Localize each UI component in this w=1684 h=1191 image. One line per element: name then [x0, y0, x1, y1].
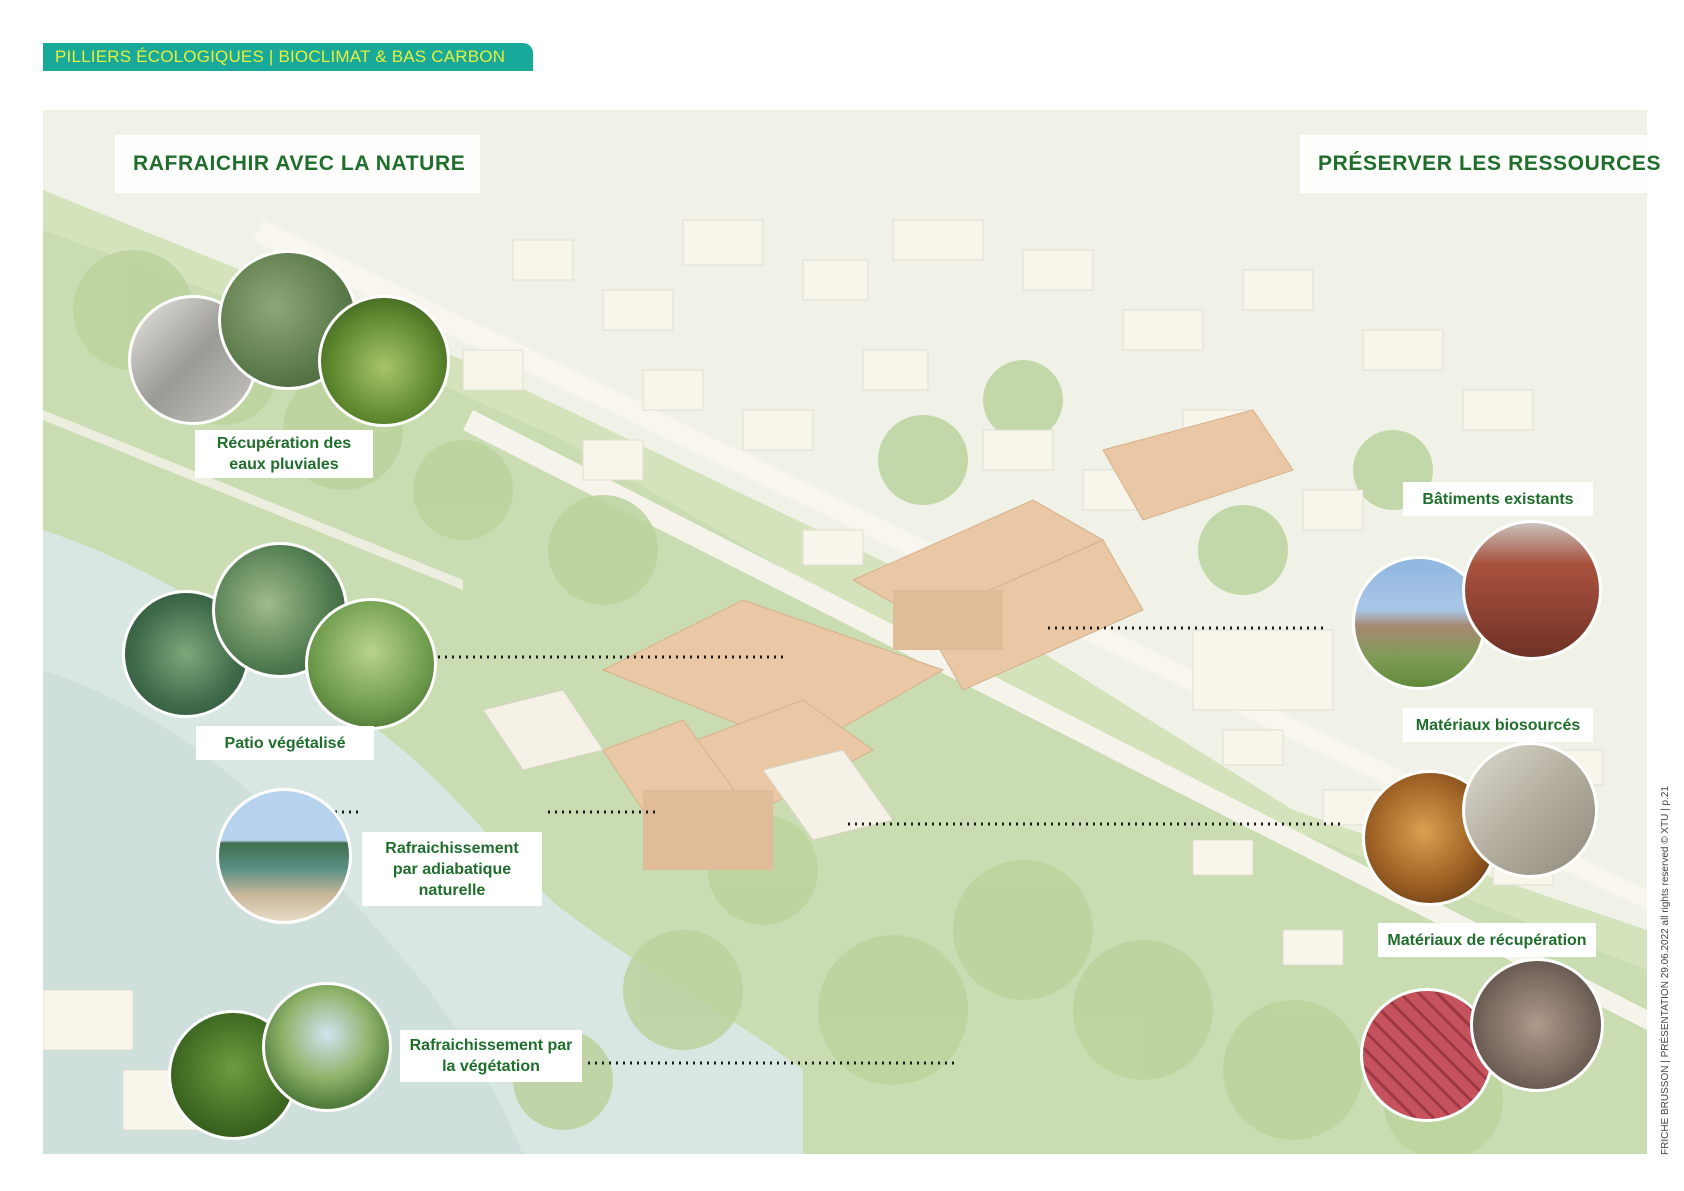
label-rainwater: Récupération des eaux pluviales: [195, 430, 373, 478]
left-section-title: RAFRAICHIR AVEC LA NATURE: [115, 135, 480, 193]
recovered-photo-2: [1470, 958, 1604, 1092]
label-vegetation: Rafraichissement par la végétation: [400, 1030, 582, 1082]
right-section-title: PRÉSERVER LES RESSOURCES: [1300, 135, 1661, 193]
label-biosourced: Matériaux biosourcés: [1403, 708, 1593, 742]
rainwater-photo-3: [318, 295, 450, 427]
existing-building-photo-2: [1462, 520, 1602, 660]
label-existing-buildings: Bâtiments existants: [1403, 482, 1593, 516]
label-patio: Patio végétalisé: [196, 726, 374, 760]
label-adiabatic: Rafraichissement par adiabatique naturel…: [362, 832, 542, 906]
patio-photo-3: [305, 598, 437, 730]
patio-photo-1: [122, 590, 250, 718]
header-text: PILLIERS ÉCOLOGIQUES | BIOCLIMAT & BAS C…: [55, 47, 506, 66]
header-bar: PILLIERS ÉCOLOGIQUES | BIOCLIMAT & BAS C…: [43, 43, 533, 71]
adiabatic-photo: [216, 788, 352, 924]
footer-vertical-text: FRICHE BRUSSON | PRÉSENTATION 29.06.2022…: [1660, 786, 1671, 1155]
label-recovered: Matériaux de récupération: [1378, 923, 1596, 957]
patio-photo-2: [212, 542, 348, 678]
biosourced-photo-2: [1462, 742, 1598, 878]
vegetation-photo-2: [262, 982, 392, 1112]
